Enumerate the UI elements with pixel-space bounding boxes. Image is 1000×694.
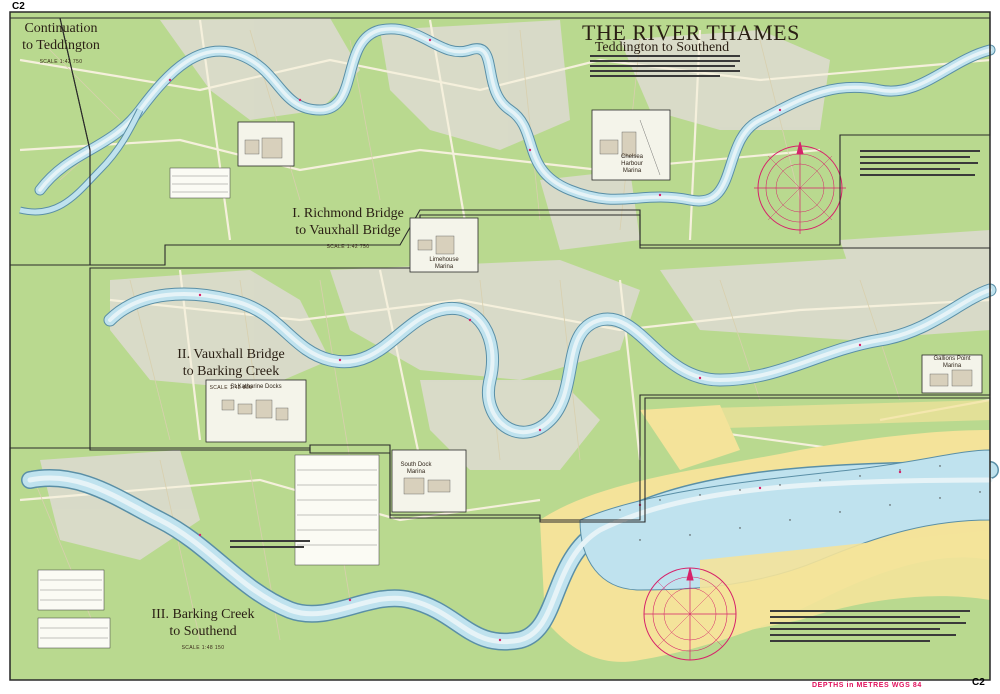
section-2-line2: to Barking Creek bbox=[182, 364, 280, 379]
section-3-line1: III. Barking Creek bbox=[151, 607, 255, 622]
river-section-1 bbox=[34, 23, 996, 207]
chart-code-bottom-right: C2 bbox=[972, 677, 985, 688]
inset-limehouse-line1: Limehouse bbox=[429, 257, 459, 263]
inset-stkatharine-line1: St Katharine Docks bbox=[230, 384, 282, 390]
river-section-3 bbox=[21, 400, 999, 662]
section-3-title: III. Barking Creek to Southend SCALE 1:4… bbox=[148, 606, 258, 657]
frame-section-2 bbox=[89, 214, 991, 521]
section-teddington-title: Continuation to Teddington SCALE 1:42 75… bbox=[16, 20, 106, 71]
frame-teddington bbox=[10, 17, 91, 266]
section-3-scale: SCALE 1:48 150 bbox=[181, 645, 225, 651]
section-1-title: I. Richmond Bridge to Vauxhall Bridge SC… bbox=[288, 205, 408, 256]
inset-chelsea-line1: Chelsea bbox=[620, 154, 643, 160]
table-rules bbox=[40, 175, 377, 639]
section-2-title: II. Vauxhall Bridge to Barking Creek SCA… bbox=[172, 346, 290, 397]
inset-galleons-label: Gallions Point Marina bbox=[922, 356, 982, 370]
inset-galleons-line1: Gallions Point bbox=[933, 356, 971, 362]
note-blocks bbox=[230, 55, 980, 642]
section-teddington-scale: SCALE 1:42 750 bbox=[39, 59, 83, 65]
section-1-scale: SCALE 1:42 750 bbox=[326, 244, 370, 250]
compass-rose-lower bbox=[643, 567, 737, 661]
inset-southdock-line2: Marina bbox=[406, 469, 426, 475]
inset-limehouse-line2: Marina bbox=[434, 264, 454, 270]
data-tables bbox=[37, 167, 380, 649]
inset-chelsea-line2: Harbour bbox=[621, 161, 643, 167]
section-teddington-line2: to Teddington bbox=[22, 38, 100, 53]
section-3-line2: to Southend bbox=[169, 624, 237, 639]
section-teddington-line1: Continuation bbox=[24, 21, 98, 36]
chart-code-top-left: C2 bbox=[12, 1, 25, 12]
inset-chelsea-label: Chelsea Harbour Marina bbox=[612, 154, 652, 175]
compass-rose-upper bbox=[754, 141, 846, 234]
depth-notice: DEPTHS in METRES WGS 84 bbox=[812, 682, 922, 689]
inset-southdock-line1: South Dock bbox=[400, 462, 432, 468]
chart-title: THE RIVER THAMES bbox=[582, 20, 800, 45]
inset-stkatharine-label: St Katharine Docks bbox=[226, 384, 286, 391]
section-2-scale: SCALE 1:42 800 bbox=[209, 385, 253, 391]
inset-details bbox=[221, 119, 973, 495]
section-1-line2: to Vauxhall Bridge bbox=[295, 223, 401, 238]
inset-galleons-line2: Marina bbox=[942, 363, 962, 369]
inset-chelsea-line3: Marina bbox=[622, 168, 642, 174]
river-teddington bbox=[19, 108, 144, 216]
soundings bbox=[619, 465, 981, 541]
section-1-line1: I. Richmond Bridge bbox=[292, 206, 404, 221]
inset-southdock-label: South Dock Marina bbox=[396, 462, 436, 476]
chart-subtitle: Teddington to Southend bbox=[594, 40, 730, 55]
river-section-2 bbox=[103, 283, 997, 439]
frame-section-1 bbox=[59, 17, 991, 266]
inset-limehouse-label: Limehouse Marina bbox=[424, 257, 464, 271]
estuary-water bbox=[579, 449, 991, 591]
section-2-line1: II. Vauxhall Bridge bbox=[177, 347, 285, 362]
outer-frame bbox=[9, 11, 991, 681]
